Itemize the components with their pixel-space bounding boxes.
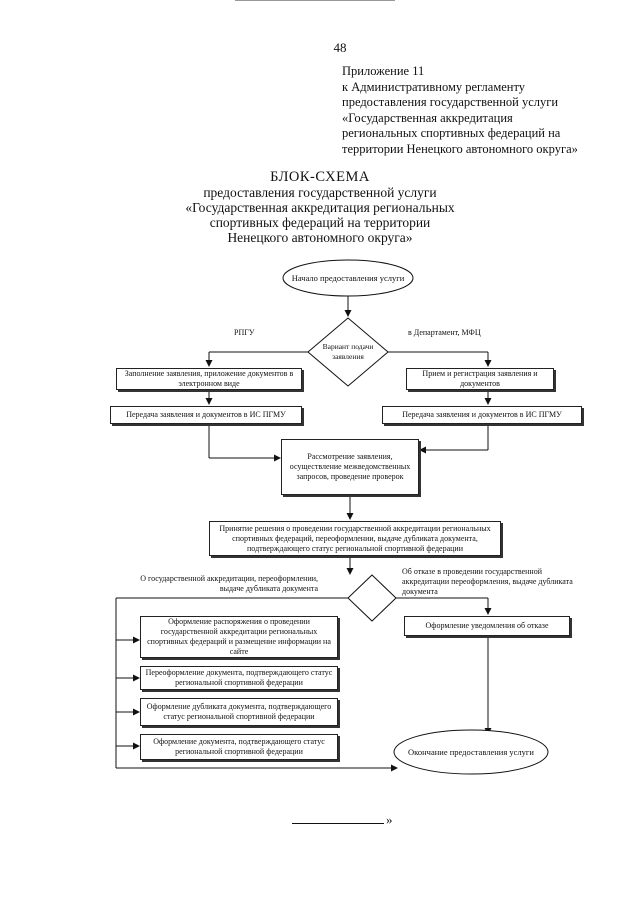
appendix-note: Приложение 11 к Административному реглам… <box>342 64 632 157</box>
left-box1-label: Заполнение заявления, приложение докумен… <box>124 369 294 388</box>
end-label: Окончание предоставления услуги <box>408 746 534 757</box>
appendix-line: «Государственная аккредитация <box>342 110 513 125</box>
positive-box-document: Оформление документа, подтверждающего ст… <box>140 734 338 760</box>
title-line: «Государственная аккредитация региональн… <box>185 200 455 215</box>
decision-making-box: Принятие решения о проведении государств… <box>209 521 501 556</box>
review-box: Рассмотрение заявления, осуществление ме… <box>281 439 419 495</box>
branch-right-label: в Департамент, МФЦ <box>408 328 481 337</box>
appendix-line: региональных спортивных федераций на <box>342 126 561 140</box>
top-edge-line <box>235 0 395 1</box>
left-box-transfer: Передача заявления и документов в ИС ПГМ… <box>110 406 302 424</box>
decision1-node: Вариант подачи заявления <box>318 332 378 372</box>
end-node: Окончание предоставления услуги <box>400 734 542 770</box>
title-line: предоставления государственной услуги <box>203 185 437 200</box>
title-line: Ненецкого автономного округа» <box>227 230 413 245</box>
decision1-diamond <box>307 317 389 387</box>
positive-box-order: Оформление распоряжения о проведении гос… <box>140 616 338 658</box>
title-heading: БЛОК-СХЕМА <box>270 169 370 185</box>
start-label: Начало предоставления услуги <box>291 272 405 283</box>
positive-label: Оформление документа, подтверждающего ст… <box>153 737 325 756</box>
left-box-fill-application: Заполнение заявления, приложение докумен… <box>116 368 302 390</box>
document-title: БЛОК-СХЕМА предоставления государственно… <box>150 169 490 246</box>
refusal-box: Оформление уведомления об отказе <box>404 616 570 636</box>
decision1-label: Вариант подачи заявления <box>322 342 374 361</box>
left-box2-label: Передача заявления и документов в ИС ПГМ… <box>126 410 286 419</box>
decision-making-label: Принятие решения о проведении государств… <box>219 523 491 553</box>
decision2-left-label: О государственной аккредитации, переофор… <box>140 574 318 593</box>
decision2-right-label: Об отказе в проведении государственной а… <box>402 567 573 596</box>
positive-label: Оформление дубликата документа, подтверж… <box>146 702 332 721</box>
right-box-reception: Прием и регистрация заявления и документ… <box>406 368 554 390</box>
positive-label: Переоформление документа, подтверждающег… <box>145 668 333 687</box>
appendix-line: Приложение 11 <box>342 64 425 78</box>
appendix-line: к Административному регламенту <box>342 79 526 94</box>
review-label: Рассмотрение заявления, осуществление ме… <box>289 452 411 481</box>
footer-quote: » <box>386 812 393 827</box>
right-box-transfer: Передача заявления и документов в ИС ПГМ… <box>382 406 582 424</box>
start-node: Начало предоставления услуги <box>290 262 406 294</box>
right-box2-label: Передача заявления и документов в ИС ПГМ… <box>402 410 562 419</box>
appendix-line: территории Ненецкого автономного округа» <box>342 141 578 156</box>
page-number: 48 <box>333 40 347 55</box>
end-oval-shape <box>393 729 549 775</box>
refusal-label: Оформление уведомления об отказе <box>425 621 549 630</box>
branch-left-label: РПГУ <box>234 328 255 337</box>
appendix-line: предоставления государственной услуги <box>342 95 559 109</box>
positive-box-duplicate: Оформление дубликата документа, подтверж… <box>140 698 338 726</box>
decision2-diamond <box>347 574 397 622</box>
right-box1-label: Прием и регистрация заявления и документ… <box>422 369 538 388</box>
footer-underline <box>292 823 384 824</box>
title-line: спортивных федераций на территории <box>209 215 431 230</box>
positive-label: Оформление распоряжения о проведении гос… <box>147 617 331 656</box>
positive-box-reissue: Переоформление документа, подтверждающег… <box>140 666 338 690</box>
